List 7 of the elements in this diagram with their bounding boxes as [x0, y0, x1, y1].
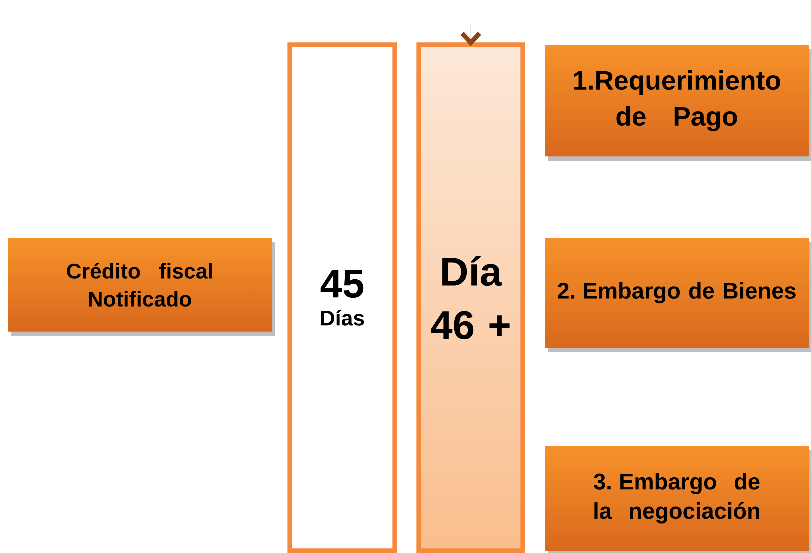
- process-box: 3. Embargo de la negociación: [545, 446, 811, 553]
- process-box: 1.Requerimiento de Pago: [545, 46, 811, 161]
- period-column: Día 46 +: [416, 42, 526, 553]
- process-box: 2. Embargo de Bienes: [545, 238, 811, 352]
- chevron-arrow: [460, 22, 482, 46]
- process-box: Crédito fiscal Notificado: [8, 238, 275, 336]
- period-column: 45 Días: [288, 42, 398, 553]
